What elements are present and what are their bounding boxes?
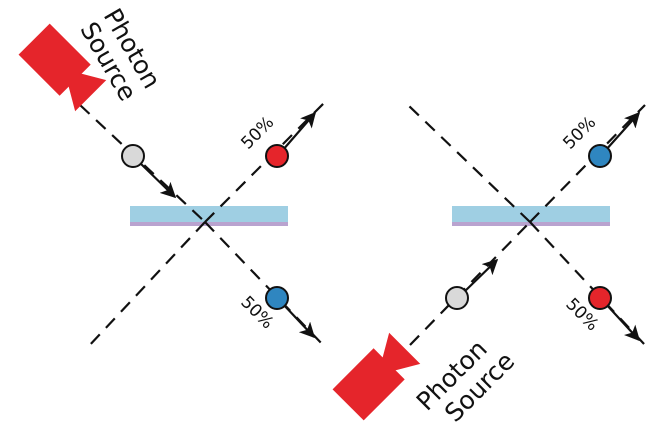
lower-output-photon-dot [588, 286, 612, 310]
source-label: Photon Source [411, 334, 521, 427]
photon-source-icon [18, 23, 107, 112]
incoming-photon-dot [445, 286, 469, 310]
incoming-arrow-icon [462, 258, 499, 294]
splitter-glass [130, 206, 288, 224]
lower-output-arrow-icon [281, 302, 316, 339]
upper-output-arrow-icon [604, 111, 641, 152]
incoming-arrow-icon [138, 161, 177, 199]
upper-output-photon-dot [588, 144, 612, 168]
left-panel: 50% 50% Photon Source [18, 4, 327, 349]
photon-source-icon [332, 332, 421, 421]
incoming-path [79, 104, 206, 223]
incoming-path [409, 221, 531, 346]
unused-input-path [407, 104, 531, 223]
upper-output-arrow-icon [281, 111, 317, 152]
right-panel: 50% 50% Photon Source [332, 104, 646, 428]
incoming-photon-dot [121, 144, 145, 168]
upper-output-photon-dot [265, 144, 289, 168]
lower-output-photon-dot [265, 286, 289, 310]
splitter-coating [130, 222, 288, 226]
beam-splitter-icon [130, 206, 288, 226]
transmitted-path [204, 221, 327, 349]
unused-input-path [87, 221, 206, 348]
splitter-glass [452, 206, 610, 224]
lower-output-arrow-icon [604, 302, 641, 342]
